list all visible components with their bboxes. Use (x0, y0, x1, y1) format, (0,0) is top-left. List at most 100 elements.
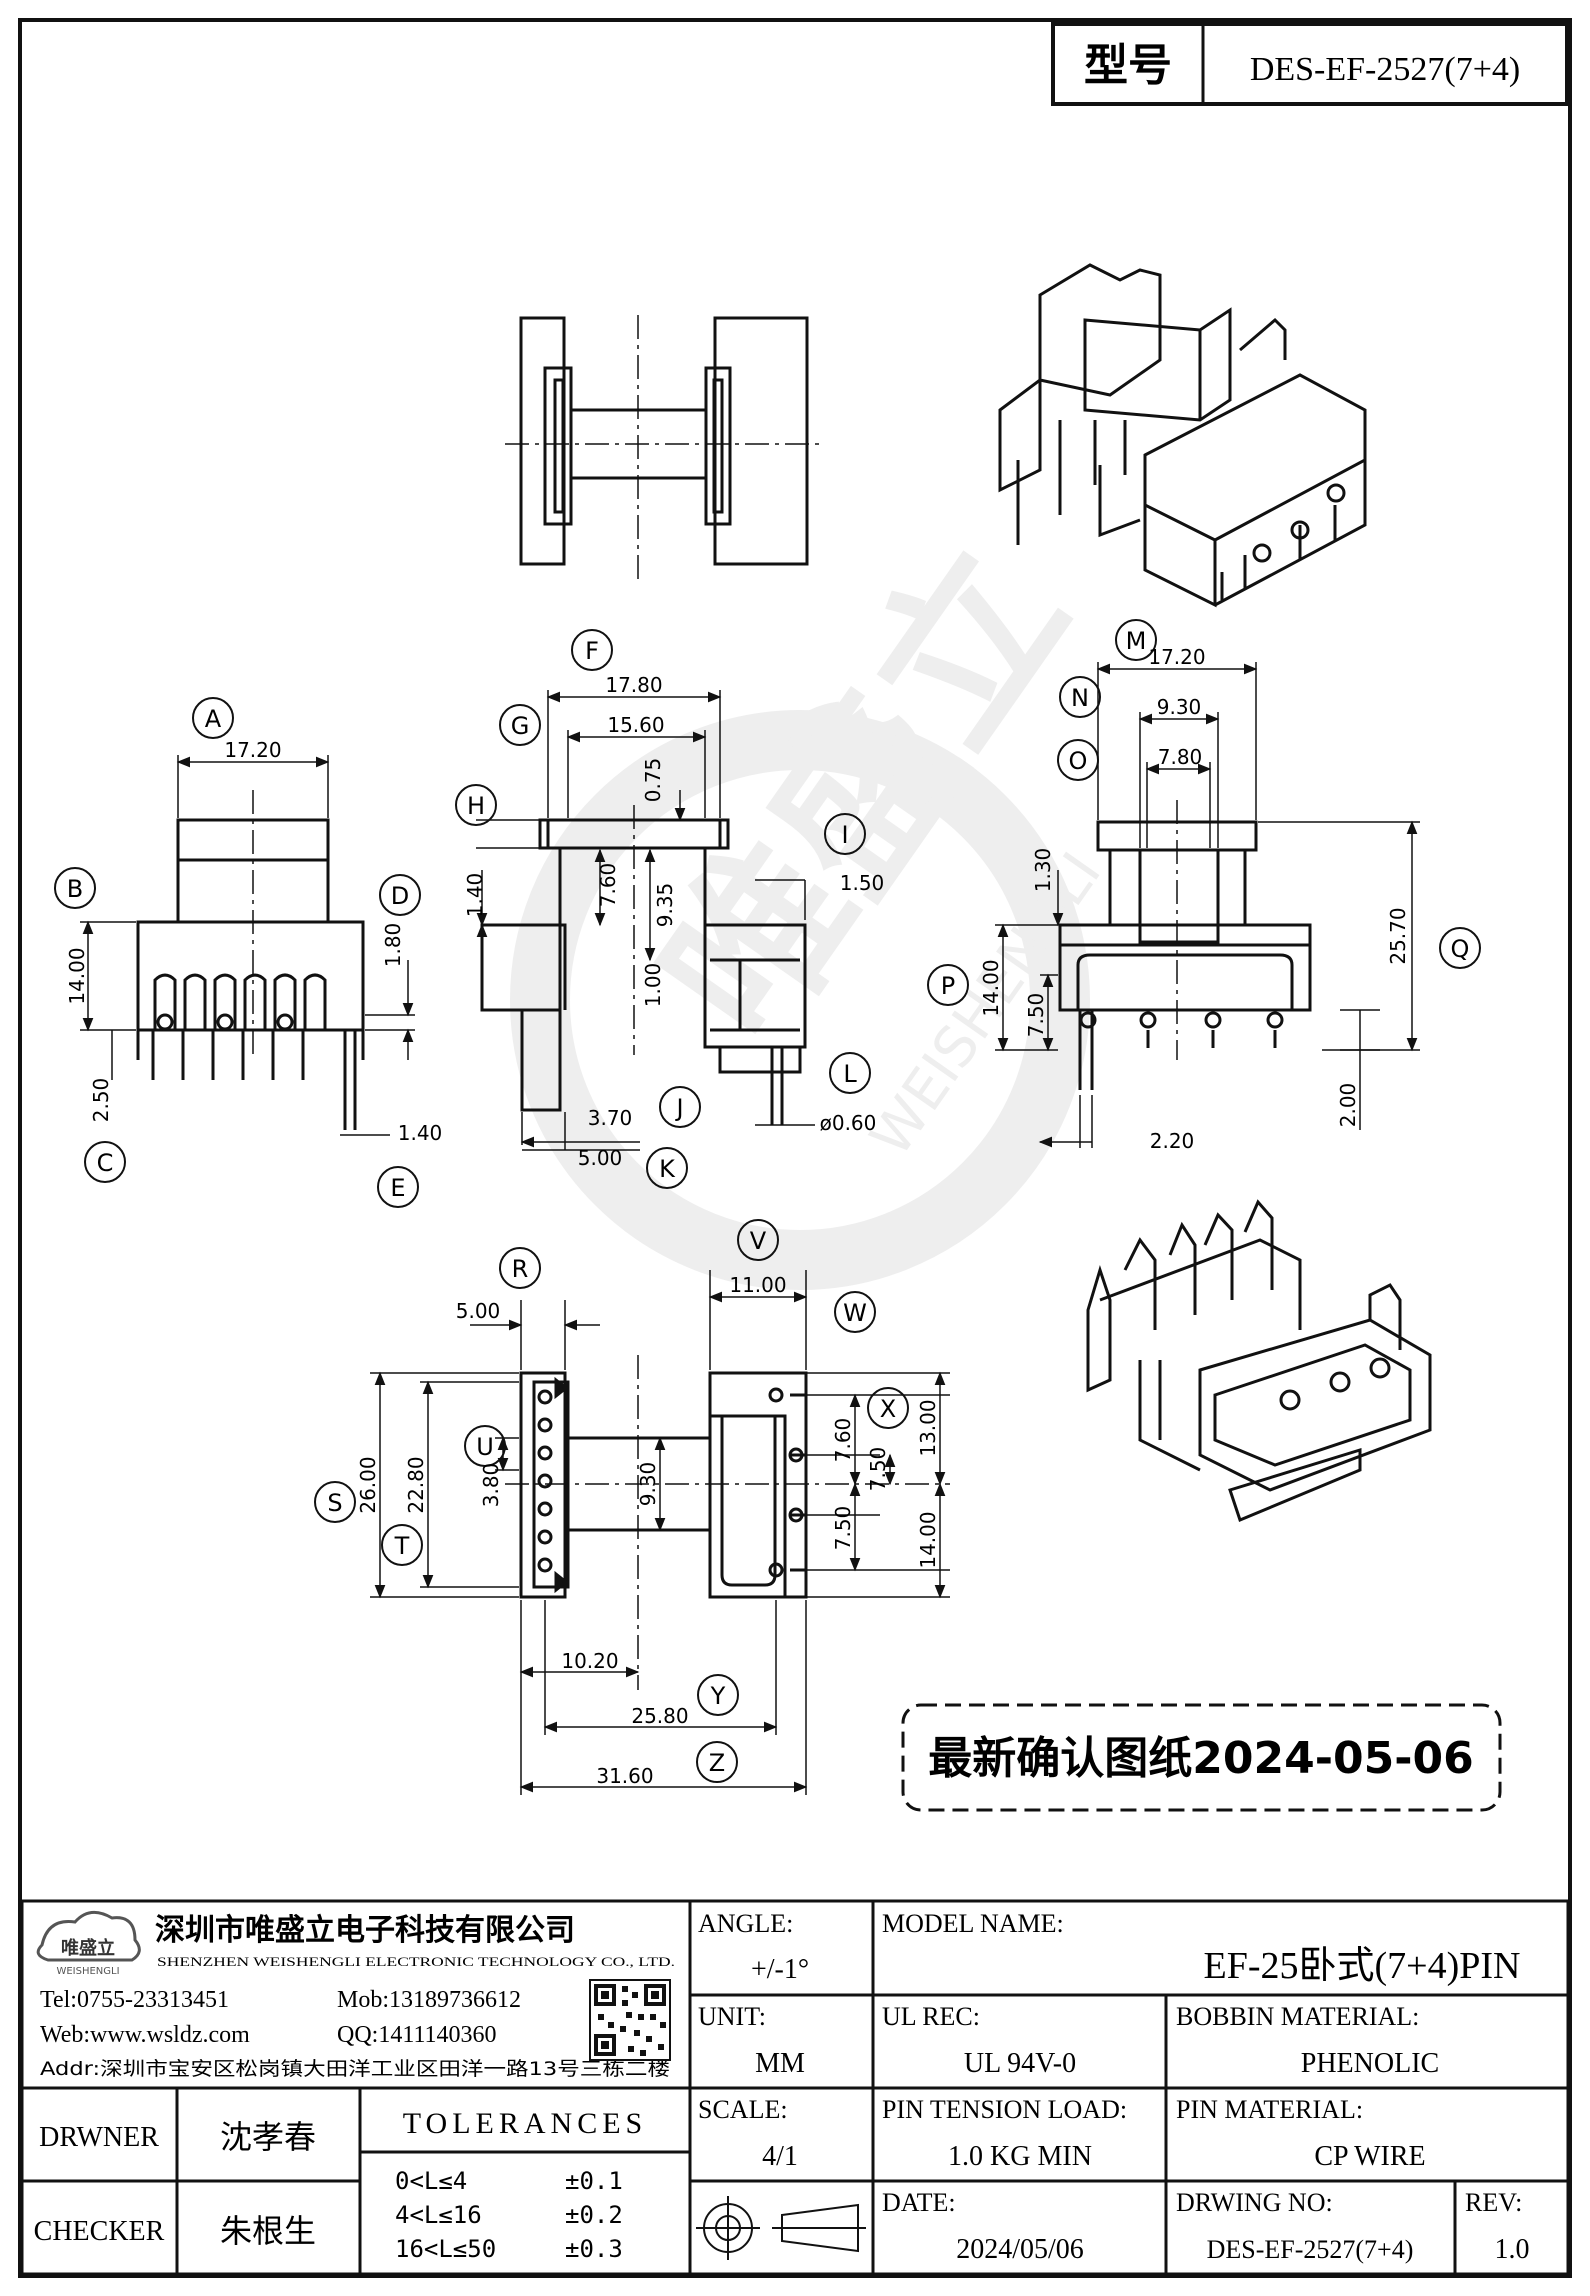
callout-m: M (1126, 627, 1147, 655)
callout-f: F (585, 637, 599, 665)
dim-right-7-50: 7.50 (1024, 993, 1048, 1038)
dim-side-3-70: 3.70 (588, 1106, 633, 1130)
company-name-cn: 深圳市唯盛立电子科技有限公司 (155, 1913, 575, 1948)
unit-value: MM (755, 2048, 805, 2079)
dim-bottom-14-00: 14.00 (916, 1511, 940, 1568)
company-name-en: SHENZHEN WEISHENGLI ELECTRONIC TECHNOLOG… (157, 1954, 675, 1969)
dim-side-7-60: 7.60 (596, 863, 620, 908)
callout-q: Q (1451, 935, 1470, 963)
model-header-label: 型号 (1084, 40, 1172, 91)
watermark: 唯盛立 WEISHENGLI (510, 512, 1114, 1290)
bobbin-material-value: PHENOLIC (1301, 2048, 1439, 2079)
dim-bottom-25-80: 25.80 (631, 1704, 688, 1728)
callout-y: Y (710, 1682, 726, 1710)
drawer-name: 沈孝春 (220, 2118, 316, 2156)
company-web: Web:www.wsldz.com (40, 2022, 250, 2048)
checker-label: CHECKER (34, 2216, 165, 2247)
confirm-note: 最新确认图纸2024-05-06 (901, 1703, 1502, 1812)
tolerance-value-2: ±0.2 (565, 2201, 623, 2229)
callout-b: B (67, 875, 83, 903)
material-rows: UL REC: UL 94V-0 BOBBIN MATERIAL: PHENOL… (882, 2002, 1530, 2265)
dim-bottom-3-80: 3.80 (479, 1463, 503, 1508)
dim-right-9-30: 9.30 (1157, 695, 1202, 719)
company-mob: Mob:13189736612 (337, 1987, 521, 2013)
callout-j: J (674, 1094, 683, 1122)
dim-bottom-5-00: 5.00 (456, 1299, 501, 1323)
pin-material-label: PIN MATERIAL: (1176, 2095, 1363, 2124)
callout-i: I (841, 821, 848, 849)
callout-l: L (843, 1060, 857, 1088)
dim-side-1-40: 1.40 (463, 873, 487, 918)
callout-x: X (880, 1395, 896, 1423)
company-logo-icon: 唯盛立 WEISHENGLI (36, 1910, 141, 1977)
company-qq: QQ:1411140360 (337, 2022, 497, 2048)
company-block: 唯盛立 WEISHENGLI 深圳市唯盛立电子科技有限公司 SHENZHEN W… (36, 1910, 675, 2080)
rev-label: REV: (1465, 2188, 1522, 2217)
checker-name: 朱根生 (220, 2212, 316, 2250)
company-logo-sub: WEISHENGLI (56, 1966, 119, 1977)
front-view (80, 755, 415, 1136)
model-header-value: DES-EF-2527(7+4) (1250, 51, 1520, 88)
bottom-view (370, 1270, 950, 1795)
callout-o: O (1069, 747, 1088, 775)
dim-front-1-40: 1.40 (398, 1121, 443, 1145)
model-name-label: MODEL NAME: (882, 1909, 1064, 1938)
dim-bottom-7-50-b: 7.50 (831, 1506, 855, 1551)
isometric-view-top (998, 263, 1367, 608)
dim-bottom-9-30: 9.30 (636, 1462, 660, 1507)
tolerances-title: TOLERANCES (403, 2107, 647, 2140)
scale-label: SCALE: (698, 2095, 788, 2124)
projection-symbol-icon (696, 2196, 866, 2260)
isometric-view-bottom (1086, 1199, 1432, 1523)
dim-right-17-20: 17.20 (1148, 645, 1205, 669)
drawing-no-value: DES-EF-2527(7+4) (1207, 2235, 1414, 2264)
callout-s: S (327, 1489, 342, 1517)
callout-h: H (467, 792, 485, 820)
callout-g: G (511, 712, 530, 740)
dim-side-17-80: 17.80 (605, 673, 662, 697)
dim-bottom-11-00: 11.00 (729, 1273, 786, 1297)
confirm-note-text: 最新确认图纸2024-05-06 (928, 1733, 1473, 1784)
tolerance-value-1: ±0.1 (565, 2167, 623, 2195)
dim-front-1-80: 1.80 (381, 923, 405, 968)
dim-right-2-20: 2.20 (1150, 1129, 1195, 1153)
date-label: DATE: (882, 2188, 956, 2217)
qr-code-icon (589, 1979, 671, 2061)
rev-value: 1.0 (1495, 2234, 1530, 2265)
pin-tension-value: 1.0 KG MIN (948, 2141, 1092, 2172)
ul-rec-label: UL REC: (882, 2002, 980, 2031)
bottom-view-labels: R S T U V W X Y Z 5.00 26.00 22.80 3.80 … (314, 1219, 940, 1788)
angle-label: ANGLE: (698, 1909, 793, 1938)
dim-bottom-22-80: 22.80 (404, 1456, 428, 1513)
dim-bottom-10-20: 10.20 (561, 1649, 618, 1673)
dim-side-9-35: 9.35 (653, 883, 677, 928)
angle-value: +/-1° (751, 1954, 809, 1985)
company-logo-text: 唯盛立 (61, 1937, 115, 1959)
bobbin-material-label: BOBBIN MATERIAL: (1176, 2002, 1419, 2031)
unit-label: UNIT: (698, 2002, 766, 2031)
title-block (20, 1899, 1570, 2276)
pin-tension-label: PIN TENSION LOAD: (882, 2095, 1127, 2124)
model-name-value: EF-25卧式(7+4)PIN (1204, 1945, 1521, 1987)
dim-right-14-00: 14.00 (979, 959, 1003, 1016)
dim-right-2-00: 2.00 (1336, 1083, 1360, 1128)
callout-v: V (750, 1227, 767, 1255)
model-name-row: MODEL NAME: EF-25卧式(7+4)PIN (882, 1909, 1520, 1987)
dim-side-5-00: 5.00 (578, 1146, 623, 1170)
dim-bottom-7-50-a: 7.50 (866, 1447, 890, 1492)
dim-bottom-7-60: 7.60 (831, 1418, 855, 1463)
right-view-labels: M N O P Q 17.20 9.30 7.80 1.30 25.70 14.… (927, 619, 1481, 1153)
tolerances-block: TOLERANCES 0<L≤4 ±0.1 4<L≤16 ±0.2 16<L≤5… (395, 2107, 647, 2263)
front-view-labels: A B C D E 17.20 14.00 1.80 2.50 1.40 (54, 697, 443, 1208)
drawer-label: DRWNER (39, 2122, 159, 2153)
dim-side-phi-0-60: ø0.60 (820, 1111, 877, 1135)
drawing-no-label: DRWING NO: (1176, 2188, 1333, 2217)
pin-material-value: CP WIRE (1314, 2141, 1425, 2172)
company-addr: Addr:深圳市宝安区松岗镇大田洋工业区田洋一路13号三栋二楼 (40, 2058, 670, 2080)
dim-right-7-80: 7.80 (1158, 745, 1203, 769)
dim-side-15-60: 15.60 (607, 713, 664, 737)
callout-n: N (1071, 684, 1089, 712)
dim-bottom-13-00: 13.00 (916, 1399, 940, 1456)
dim-right-25-70: 25.70 (1386, 907, 1410, 964)
dim-side-0-75: 0.75 (641, 758, 665, 803)
